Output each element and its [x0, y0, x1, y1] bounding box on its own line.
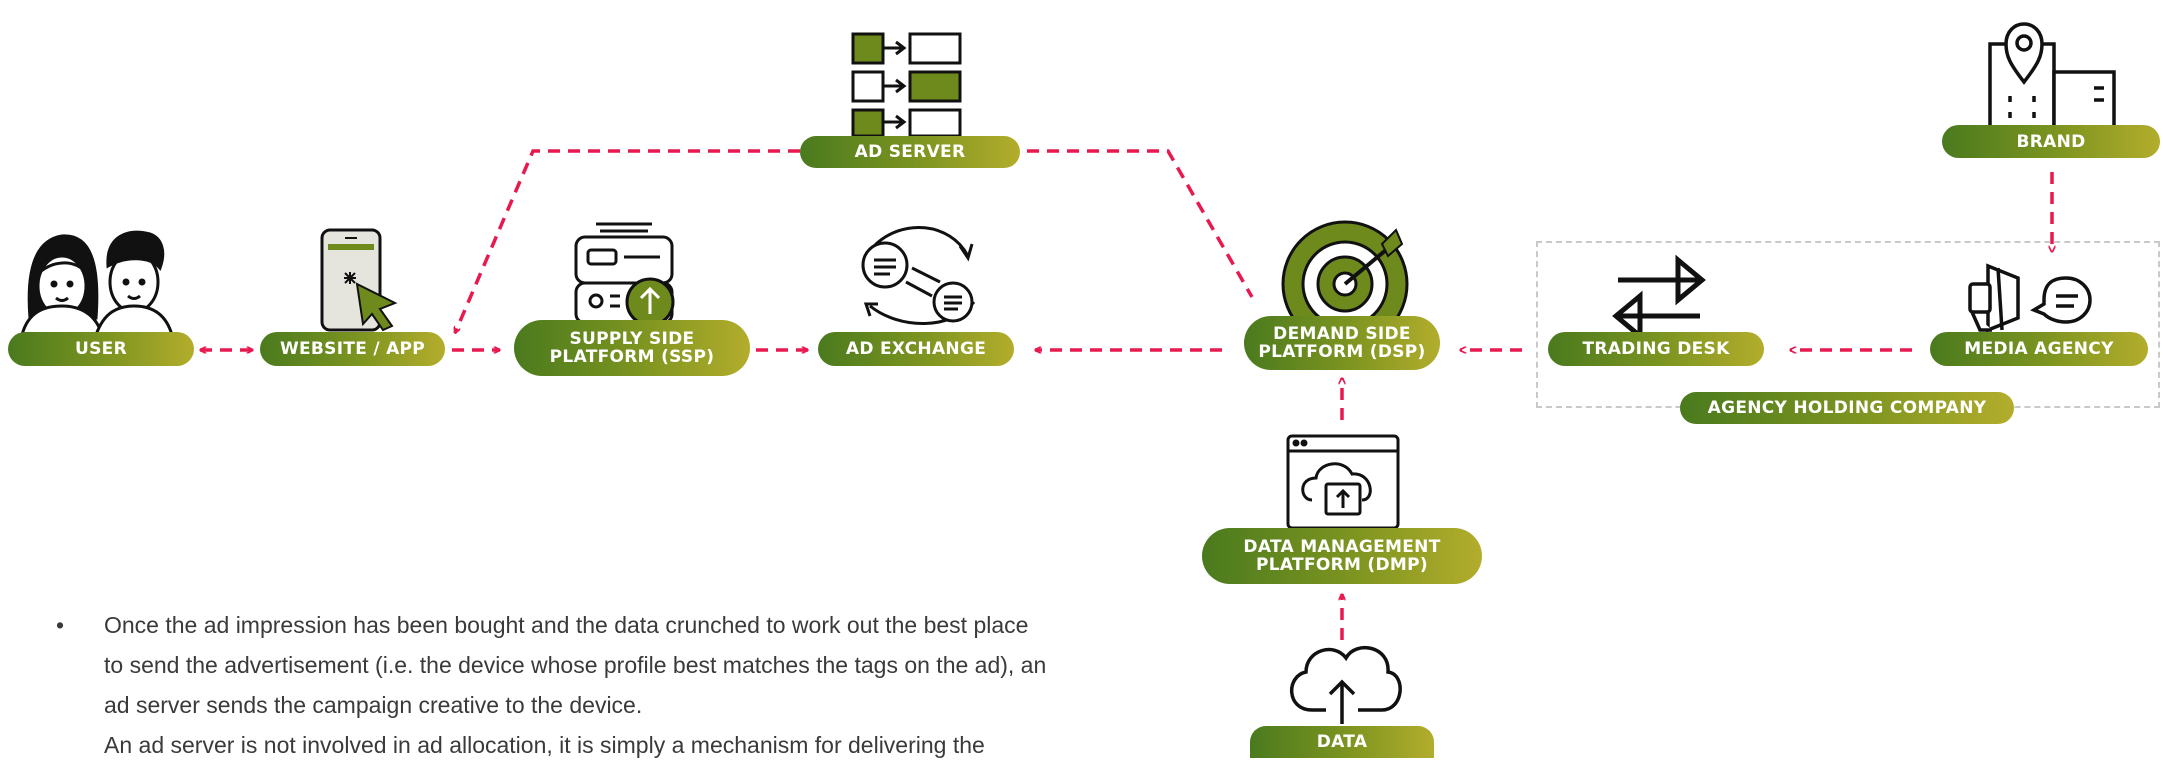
explanation-text: • Once the ad impression has been bought… [50, 605, 1050, 765]
ad-server-blocks-icon [851, 32, 962, 138]
bullet-item: An ad server is not involved in ad alloc… [50, 725, 1050, 765]
bullet-text: An ad server is not involved in ad alloc… [104, 732, 985, 758]
building-location-icon [1988, 22, 2116, 132]
line-adserver-dsp [1027, 149, 1254, 298]
node-media-agency: MEDIA AGENCY [1930, 332, 2148, 366]
node-ssp: SUPPLY SIDE PLATFORM (SSP) [514, 320, 750, 376]
node-trading-desk: TRADING DESK [1548, 332, 1764, 366]
mobile-cursor-icon [320, 228, 398, 332]
node-website-app: WEBSITE / APP [260, 332, 445, 366]
agency-holding-company-group [1536, 241, 2160, 408]
server-upload-icon [574, 222, 675, 327]
node-dsp: DEMAND SIDE PLATFORM (DSP) [1244, 316, 1440, 370]
node-data: DATA [1250, 726, 1434, 758]
arrow-adserver-website [453, 149, 800, 333]
swap-arrows-icon [1612, 254, 1706, 342]
node-user: USER [8, 332, 194, 366]
target-icon [1281, 220, 1409, 348]
bullet-marker: • [56, 612, 65, 638]
node-ad-exchange: AD EXCHANGE [818, 332, 1014, 366]
users-icon [20, 230, 174, 336]
bullet-item: • Once the ad impression has been bought… [50, 605, 1050, 725]
node-ad-server: AD SERVER [800, 136, 1020, 168]
node-brand: BRAND [1942, 125, 2160, 158]
cloud-upload-icon [1289, 645, 1402, 724]
node-dmp: DATA MANAGEMENT PLATFORM (DMP) [1202, 528, 1482, 584]
data-management-icon [1286, 434, 1400, 530]
exchange-icon [861, 226, 976, 325]
node-agency-holding-company: AGENCY HOLDING COMPANY [1680, 392, 2014, 424]
megaphone-icon [1968, 263, 2092, 333]
bullet-text: Once the ad impression has been bought a… [104, 612, 1047, 718]
